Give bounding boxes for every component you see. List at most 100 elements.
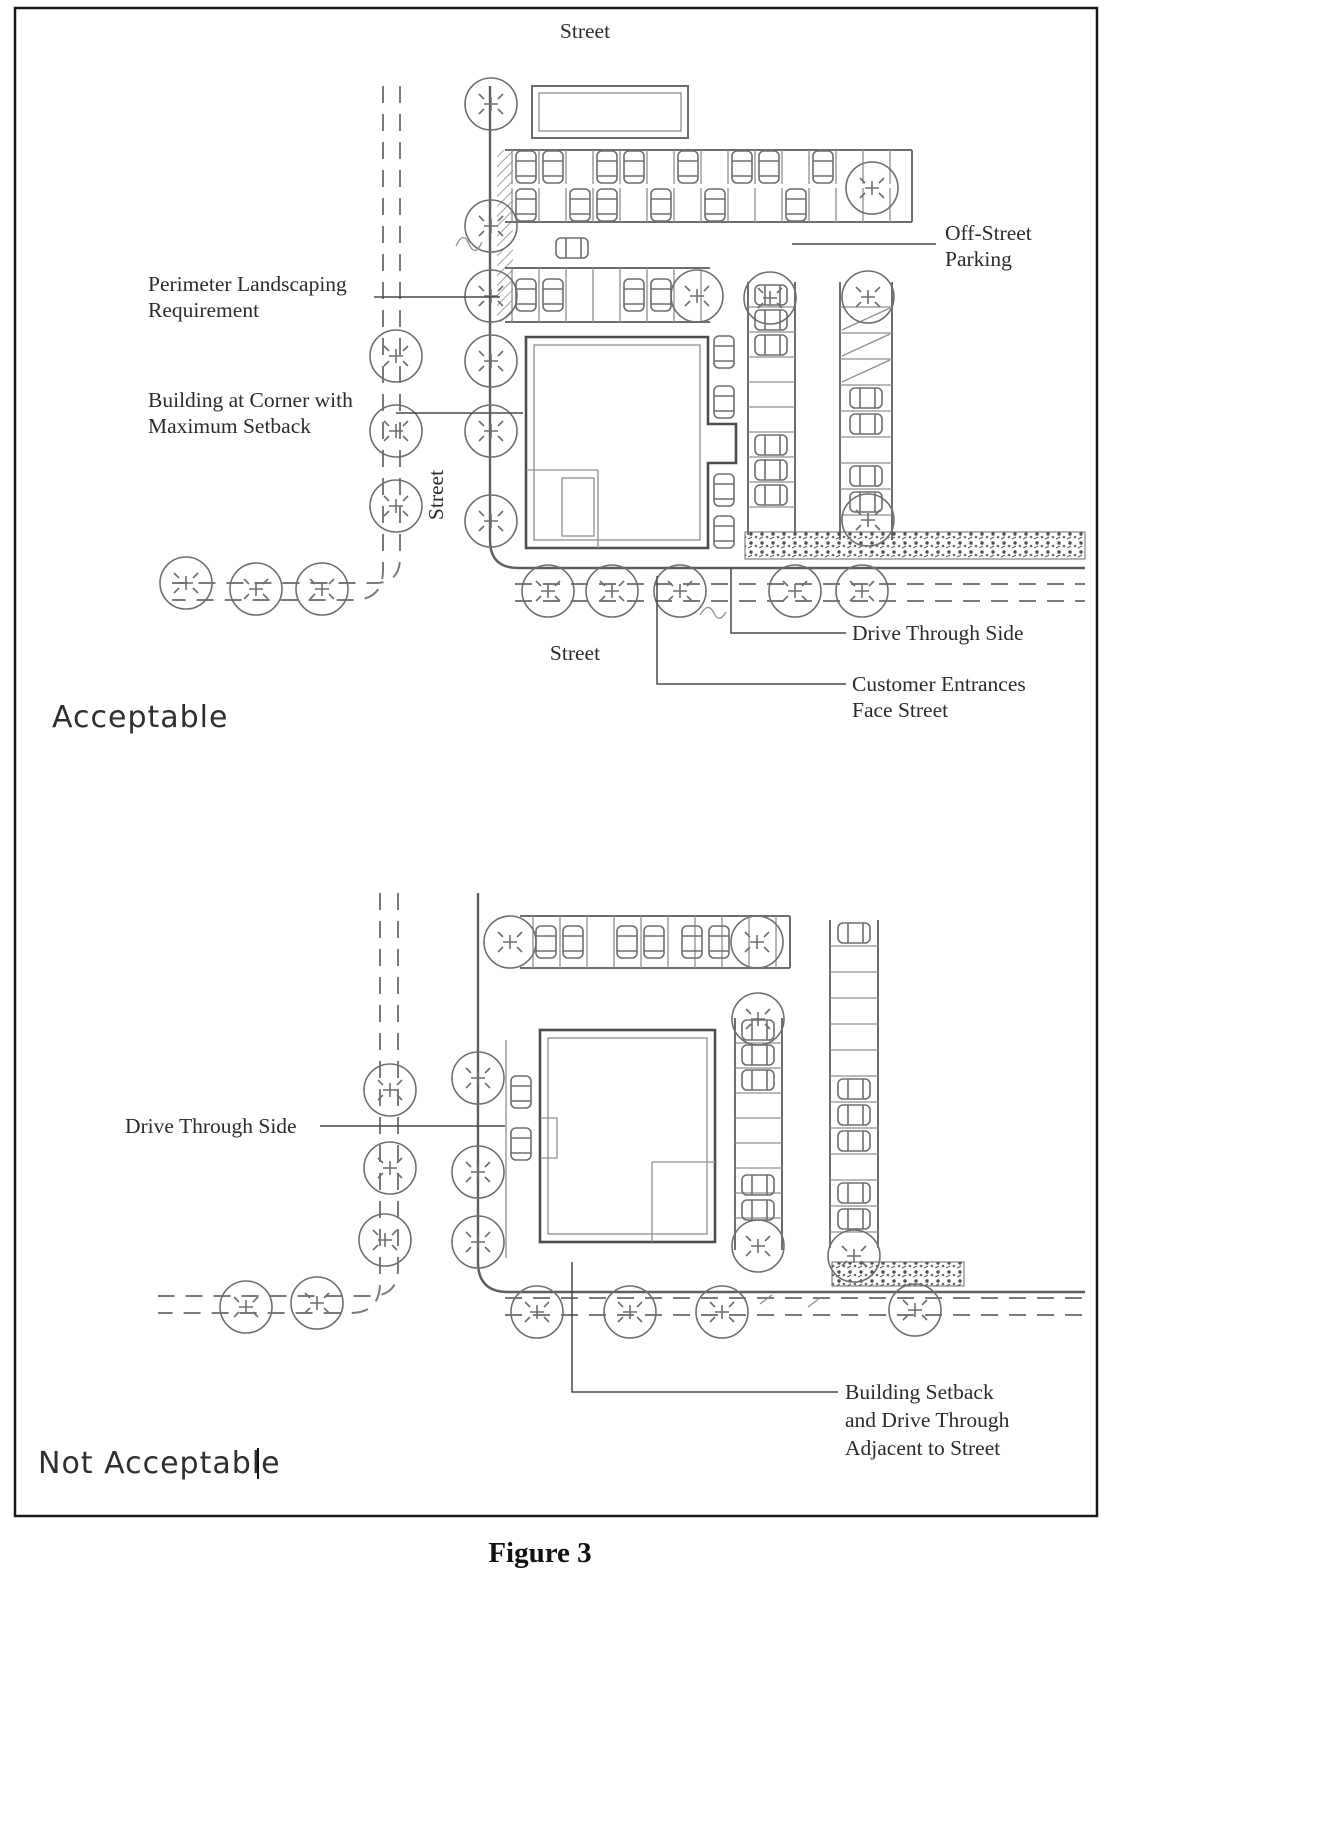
tree-icon: [229, 562, 283, 616]
annotation-text: Off-Street: [945, 221, 1032, 245]
scan-squiggle: [455, 236, 483, 252]
car-icon: [849, 465, 883, 487]
tree-icon: [363, 1141, 417, 1195]
car-icon: [713, 335, 735, 369]
car-icon: [741, 1044, 775, 1066]
annotation-drive-through-side: Drive Through Side: [125, 1114, 505, 1138]
figure-caption: Figure 3: [488, 1537, 591, 1569]
parking-bay-outline: [747, 282, 796, 535]
building-footprint: [524, 335, 738, 550]
car-icon: [713, 473, 735, 507]
building-interior-room: [561, 477, 595, 537]
car-icon: [754, 459, 788, 481]
tree-icon: [835, 564, 889, 618]
car-icon: [569, 188, 591, 222]
car-icon: [596, 150, 618, 184]
car-icon: [837, 1130, 871, 1152]
building-inner-line: [533, 344, 701, 541]
leader-line: [656, 576, 846, 685]
car-icon: [515, 150, 537, 184]
parking-column-a: [731, 992, 785, 1273]
annotation-text: Building at Corner with: [148, 388, 353, 412]
car-icon: [741, 1174, 775, 1196]
streets: [172, 86, 1085, 602]
car-icon: [677, 150, 699, 184]
parking-row-north: [505, 149, 913, 223]
tree-icon: [731, 1219, 785, 1273]
drive-through-window: [540, 1117, 558, 1159]
car-icon: [623, 278, 645, 312]
tree-icon: [369, 329, 423, 383]
car-icon: [754, 334, 788, 356]
street-label-left: Street: [424, 470, 448, 520]
car-icon: [515, 278, 537, 312]
tree-icon: [363, 1063, 417, 1117]
parking-column-a: [747, 282, 796, 535]
annotation-building-corner: Building at Corner with Maximum Setback: [148, 388, 523, 438]
leader-line: [571, 1262, 838, 1393]
building-outline: [524, 335, 738, 550]
verdict-label-acceptable: Acceptable: [52, 700, 228, 735]
car-icon: [754, 309, 788, 331]
building-inner-line: [538, 92, 682, 132]
car-icon: [741, 1199, 775, 1221]
car-icon: [754, 484, 788, 506]
tree-icon: [768, 564, 822, 618]
annotation-text: Face Street: [852, 698, 948, 722]
car-icon: [713, 385, 735, 419]
stall-lines: [735, 1042, 782, 1219]
building-footprint: [538, 1028, 717, 1244]
street-centerline: [158, 893, 399, 1297]
car-icon: [596, 188, 618, 222]
car-icon: [837, 1104, 871, 1126]
car-icon: [754, 434, 788, 456]
leader-line: [730, 568, 846, 634]
annotation-customer-entrances: Customer Entrances Face Street: [656, 576, 1026, 722]
street-centerline: [172, 86, 384, 601]
annotation-text: Requirement: [148, 298, 259, 322]
street-label-top: Street: [560, 19, 610, 43]
car-icon: [562, 925, 584, 959]
acceptable-site-plan: Street: [52, 19, 1086, 735]
car-icon: [741, 1069, 775, 1091]
tree-icon: [290, 1276, 344, 1330]
annotation-text: and Drive Through: [845, 1408, 1010, 1432]
street-label-bottom: Street: [550, 641, 600, 665]
tree-icon: [358, 1213, 412, 1267]
annotation-text: Maximum Setback: [148, 414, 311, 438]
car-icon: [650, 188, 672, 222]
tree-icon: [731, 992, 785, 1046]
perimeter-landscape-strip: [497, 150, 513, 322]
tree-icon: [695, 1285, 749, 1339]
tree-icon: [603, 1285, 657, 1339]
tree-icon: [295, 562, 349, 616]
car-icon: [542, 150, 564, 184]
stall-lines: [748, 306, 795, 508]
building-interior-wall: [526, 469, 599, 548]
annotation-text: Drive Through Side: [125, 1114, 297, 1138]
car-icon: [754, 284, 788, 306]
site-curb: [488, 86, 1085, 570]
parking-column-b: [839, 282, 893, 540]
car-icon: [704, 188, 726, 222]
verdict-label-not-acceptable: Not Acceptable: [38, 1446, 281, 1481]
streets: [158, 893, 1085, 1316]
annotation-text: Perimeter Landscaping: [148, 272, 347, 296]
car-icon: [616, 925, 638, 959]
scan-squiggle: [759, 1294, 821, 1308]
parking-bay-outline: [734, 1018, 783, 1250]
parking-bay-outline: [829, 920, 879, 1248]
annotation-off-street-parking: Off-Street Parking: [792, 221, 1032, 271]
car-icon: [812, 150, 834, 184]
annotation-perimeter-landscaping: Perimeter Landscaping Requirement: [148, 272, 500, 322]
building-outline: [538, 1028, 717, 1244]
annotation-drive-through-side: Drive Through Side: [730, 568, 1024, 645]
tree-icon: [219, 1280, 273, 1334]
annotation-text: Customer Entrances: [852, 672, 1026, 696]
car-icon: [542, 278, 564, 312]
stall-lines: [830, 945, 878, 1233]
street-centerline: [158, 893, 381, 1314]
car-icon: [650, 278, 672, 312]
not-acceptable-site-plan: Drive Through Side Building Setback and …: [38, 893, 1085, 1481]
